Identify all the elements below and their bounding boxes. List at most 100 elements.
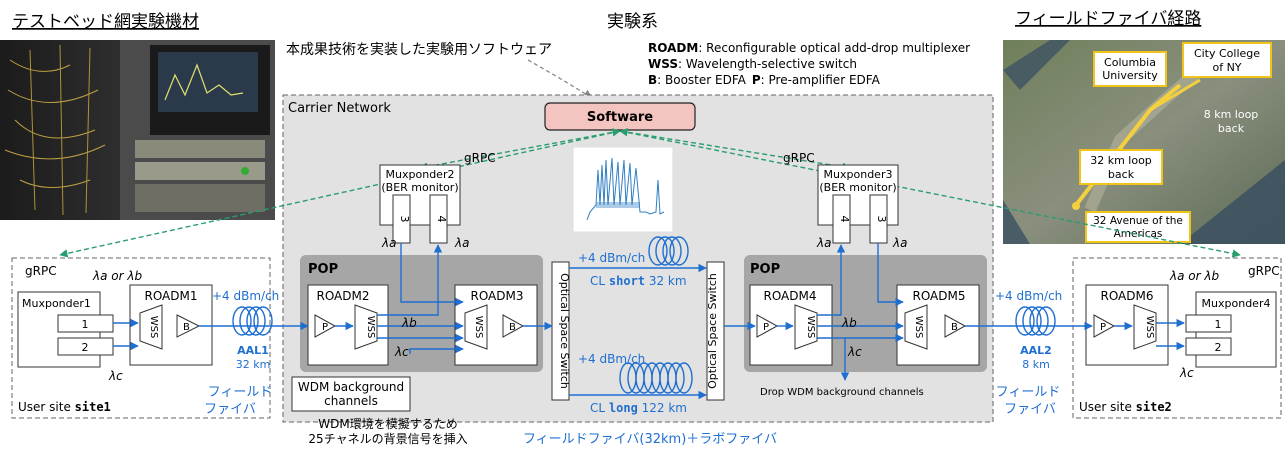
muxponder2-port-3-label: 3 <box>398 216 411 223</box>
roadm5-booster-label: B <box>951 322 958 333</box>
wdm-bg-label-1: WDM background <box>298 380 404 394</box>
roadm3-label: ROADM3 <box>470 289 523 303</box>
aal1-length: 32 km <box>236 358 271 371</box>
map-label-ave-1: 32 Avenue of the <box>1093 215 1183 227</box>
muxponder1-label: Muxponder1 <box>22 297 91 310</box>
lambda-a-mux2-left: λa <box>381 236 396 250</box>
fiber-coil-aal2 <box>1015 306 1056 336</box>
lambda-c-site1: λc <box>108 369 123 383</box>
legend-wss-key: WSS <box>648 57 678 71</box>
muxponder3-port-4 <box>832 194 851 244</box>
grpc-label-right: gRPC <box>783 151 815 165</box>
legend-roadm-key: ROADM <box>648 41 698 55</box>
svg-text:WSS: Wavelength-selective swit: WSS: Wavelength-selective switch <box>648 57 857 71</box>
oss-right-label: Optical Space Switch <box>706 273 719 389</box>
field-fiber-map: Columbia University City College of NY 8… <box>1003 40 1285 244</box>
field-fiber-right-1: フィールド <box>996 385 1061 400</box>
map-label-ccny-1: City College <box>1194 47 1260 60</box>
roadm5-wss <box>904 304 928 350</box>
aal2-length: 8 km <box>1022 358 1050 371</box>
roadm2-preamp <box>314 314 337 338</box>
pop-right-label: POP <box>750 262 780 277</box>
testbed-photo <box>0 40 275 220</box>
testbed-title: テストベッド網実験機材 <box>12 12 199 32</box>
muxponder3-port-3-label: 3 <box>875 216 888 223</box>
muxponder3-label: Muxponder3 <box>824 168 893 181</box>
cl-short-prefix: CL <box>590 274 609 288</box>
wdm-note-2: 25チャネルの背景信号を挿入 <box>308 432 467 446</box>
roadm1-booster-label: B <box>183 322 190 333</box>
cl-long-word: long <box>609 401 638 415</box>
map-label-32km-2: back <box>1108 168 1135 181</box>
lambda-c-roadm2: λc <box>394 345 409 359</box>
map-label-8km-2: back <box>1218 122 1245 135</box>
grpc-label-left: gRPC <box>464 151 496 165</box>
aal2-name: AAL2 <box>1020 344 1052 357</box>
roadm3-wss-label: WSS <box>473 316 484 339</box>
legend-p-key: P <box>752 73 761 87</box>
muxponder4-port-1-label: 1 <box>1215 318 1222 331</box>
legend-wss-desc: : Wavelength-selective switch <box>678 57 857 71</box>
svg-text:ROADM: Reconfigurable optical: ROADM: Reconfigurable optical add-drop m… <box>648 41 970 55</box>
grpc-label-site2: gRPC <box>1248 264 1280 278</box>
power-label-aal1: +4 dBm/ch <box>212 289 279 303</box>
roadm6-wss <box>1133 304 1157 350</box>
user-site-1-box <box>11 257 271 419</box>
roadm3-wss <box>464 304 488 350</box>
roadm2-wss-label: WSS <box>365 316 376 339</box>
roadm6-preamp <box>1093 314 1116 338</box>
cl-long-prefix: CL <box>590 401 609 415</box>
optical-space-switch-left <box>551 261 570 401</box>
muxponder1-port-1-label: 1 <box>82 318 89 331</box>
roadm1-booster <box>176 314 201 338</box>
roadm4-wss <box>794 304 818 350</box>
roadm6-wss-label: WSS <box>1144 316 1155 339</box>
field-fiber-right-2: ファイバ <box>1004 402 1056 417</box>
lambda-b-roadm4: λb <box>841 316 857 330</box>
muxponder4-port-2-label: 2 <box>1215 341 1222 354</box>
experiment-title: 実験系 <box>607 12 658 32</box>
muxponder2-sublabel: (BER monitor) <box>381 181 458 194</box>
oss-left-label: Optical Space Switch <box>558 273 571 389</box>
fiber-coil-aal1 <box>232 306 273 336</box>
lambda-a-or-b-site1: λa or λb <box>92 269 142 283</box>
muxponder2-label: Muxponder2 <box>386 168 455 181</box>
muxponder1-port-2-label: 2 <box>82 341 89 354</box>
svg-text:User site site2: User site site2 <box>1079 400 1172 414</box>
legend-b-desc: : Booster EDFA <box>657 73 746 87</box>
carrier-network-label: Carrier Network <box>288 101 391 116</box>
map-label-ccny-2: of NY <box>1212 61 1241 74</box>
muxponder3-sublabel: (BER monitor) <box>819 181 896 194</box>
lambda-b-roadm2: λb <box>401 316 417 330</box>
svg-text:CL long 122 km: CL long 122 km <box>590 401 687 415</box>
fiber-coil-cl-long <box>619 362 693 394</box>
legend-p-desc: : Pre-amplifier EDFA <box>761 73 881 87</box>
lambda-c-site2: λc <box>1179 366 1194 380</box>
roadm6-preamp-label: P <box>1100 322 1106 333</box>
roadm1-wss-label: WSS <box>148 316 159 339</box>
site1-name: site1 <box>75 400 111 414</box>
map-label-8km-1: 8 km loop <box>1204 108 1259 121</box>
roadm1-label: ROADM1 <box>144 289 197 303</box>
fiber-coil-cl-short <box>648 236 689 266</box>
roadm6-label: ROADM6 <box>1100 289 1153 303</box>
software-note-arrow <box>527 59 593 99</box>
drop-wdm-label: Drop WDM background channels <box>760 387 924 398</box>
lambda-c-roadm4: λc <box>847 345 862 359</box>
wdm-note-1: WDM環境を模擬するため <box>318 416 457 431</box>
roadm5-booster <box>944 314 967 338</box>
roadm4-preamp-label: P <box>763 322 769 333</box>
power-label-cl-long: +4 dBm/ch <box>578 352 645 366</box>
svg-text:CL short 32 km: CL short 32 km <box>590 274 687 288</box>
muxponder2-port-4-label: 4 <box>435 216 448 223</box>
muxponder4-port-1 <box>1185 314 1232 333</box>
cl-long-len: 122 km <box>638 401 687 415</box>
roadm4-preamp <box>756 314 779 338</box>
map-label-columbia-2: University <box>1102 69 1158 82</box>
legend-roadm-desc: : Reconfigurable optical add-drop multip… <box>698 41 970 55</box>
spectrum-inset <box>572 146 674 233</box>
power-label-cl-short: +4 dBm/ch <box>578 251 645 265</box>
grpc-links <box>59 128 1241 258</box>
roadm2-preamp-label: P <box>322 322 328 333</box>
